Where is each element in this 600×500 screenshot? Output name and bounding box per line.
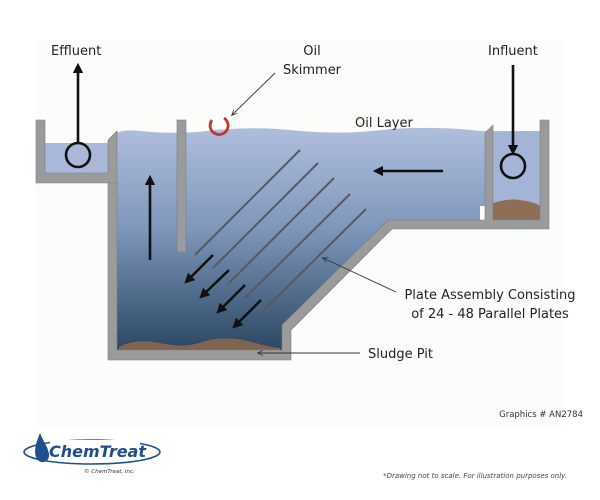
plate-assembly-label-line1: Plate Assembly Consisting [404,288,575,303]
parallel-plate [194,149,301,256]
plate-assembly-label-line2: of 24 - 48 Parallel Plates [411,307,569,322]
effluent-box-wall [35,119,118,184]
baffle-wall [176,119,187,253]
effluent-label: Effluent [51,44,101,59]
skimmer-leader [232,72,276,115]
flow-arrows [72,62,519,329]
influent-label: Influent [488,44,538,59]
water-body [45,127,540,350]
logo-brand-name: ChemTreat [49,442,147,461]
parallel-plate [261,208,367,313]
main-water [108,127,540,350]
plate-leader [323,258,397,293]
parallel-plate [244,193,351,299]
graphics-id: Graphics # AN2784 [499,410,583,420]
parallel-plate [212,162,319,269]
downflow-arrow [184,254,214,284]
effluent-water [45,143,108,173]
chemtreat-logo: ChemTreat © ChemTreat, Inc. [23,433,161,475]
leader-lines [232,72,397,353]
influent-water [485,131,540,220]
parallel-plate [228,177,335,284]
logo-copyright: © ChemTreat, Inc. [84,468,135,475]
main-tank-wall [107,119,550,361]
sludge-influent [488,199,540,220]
disclaimer: *Drawing not to scale. For illustration … [383,472,567,480]
downflow-arrow [232,299,262,329]
oil-skimmer-label-line1: Oil [303,44,320,59]
effluent-outlet-icon [64,141,92,169]
oil-skimmer-icon [208,116,230,136]
downflow-arrow [216,284,246,314]
plate-assembly [194,149,367,313]
oil-layer-label: Oil Layer [355,116,413,131]
logo-drop-icon [35,433,50,463]
tank-walls [35,119,550,361]
downflow-arrow [199,269,230,299]
influent-inlet-icon [499,152,527,180]
sludge-pit-label: Sludge Pit [368,347,433,362]
oil-skimmer-label-line2: Skimmer [283,63,342,78]
